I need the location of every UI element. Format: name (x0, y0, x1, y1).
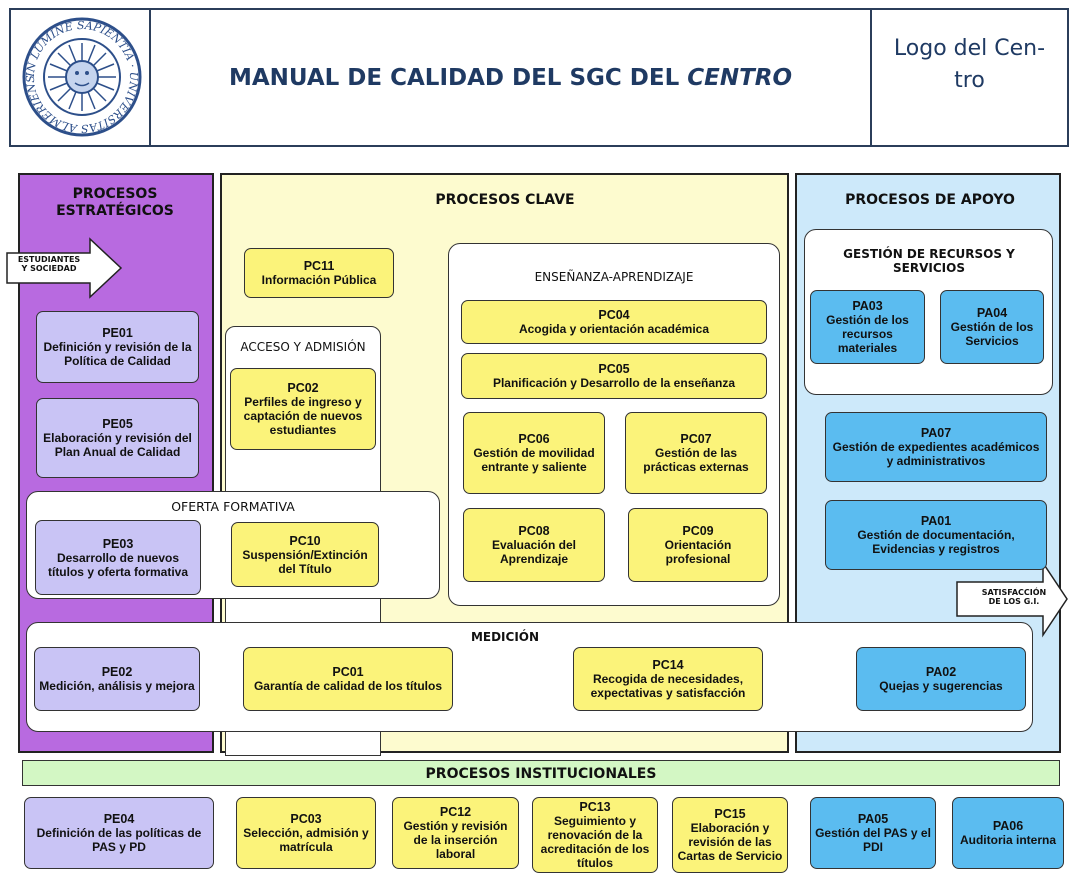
header-title-cell (149, 8, 872, 147)
panel-title-oferta: OFERTA FORMATIVA (171, 499, 295, 514)
column-title-apoyo: PROCESOS DE APOYO (845, 192, 1015, 208)
panel-title-recursos: GESTIÓN DE RECURSOS Y SERVICIOS (843, 247, 1015, 275)
column-title-estrategicos: PROCESOS ESTRATÉGICOS (56, 186, 174, 219)
output-arrow-icon (955, 560, 1069, 638)
university-seal-icon: IN LUMINE SAPIENTIA · UNIVERSITAS ALMERI… (16, 3, 144, 141)
manual-title: MANUAL DE CALIDAD DEL SGC DEL CENTRO (228, 64, 793, 91)
panel-title-ensenanza: ENSEÑANZA-APRENDIZAJE (534, 270, 694, 284)
panel-title-acceso: ACCESO Y ADMISIÓN (240, 340, 366, 354)
column-title-clave: PROCESOS CLAVE (435, 192, 575, 208)
center-logo-placeholder: Logo del Cen- tro (893, 36, 1046, 93)
institucionales-bar (22, 760, 1060, 786)
institucionales-title: PROCESOS INSTITUCIONALES (425, 766, 657, 782)
panel-title-medicion: MEDICIÓN (470, 630, 540, 644)
header-center-logo-cell (870, 8, 1069, 147)
input-arrow-icon (5, 237, 123, 299)
